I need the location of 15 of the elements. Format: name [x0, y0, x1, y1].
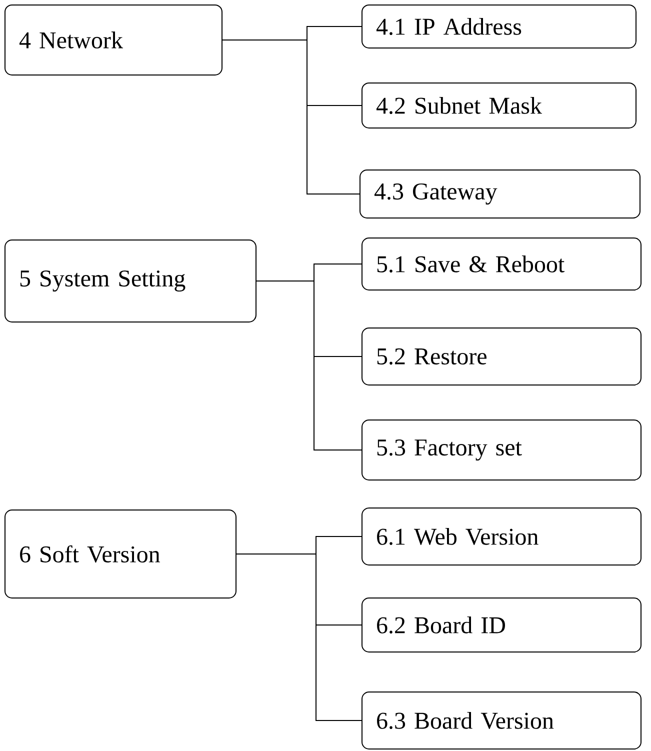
menu-box: 6 Soft Version	[4, 510, 236, 598]
menu-box: 5.2 Restore	[362, 328, 642, 386]
menu-box: 5.3 Factory set	[362, 420, 642, 480]
menu-box: 4 Network	[4, 4, 222, 76]
menu-box: 5 System Setting	[4, 240, 256, 322]
connector-line	[236, 554, 362, 721]
connector-line	[222, 40, 360, 194]
menu-box: 5.1 Save & Reboot	[362, 238, 642, 290]
menu-box: 4.2 Subnet Mask	[362, 82, 636, 128]
connector-line	[256, 280, 362, 450]
menu-box: 4.1 IP Address	[362, 4, 636, 48]
menu-box: 4.3 Gateway	[360, 170, 640, 218]
menu-box: 6.1 Web Version	[362, 508, 642, 566]
menu-box: 6.3 Board Version	[362, 692, 642, 750]
menu-box: 6.2 Board ID	[362, 598, 642, 652]
